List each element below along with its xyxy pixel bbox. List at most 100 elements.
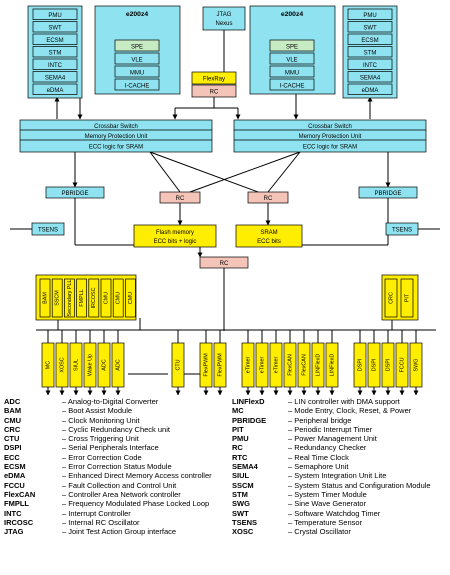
upper-module-label-1: SSCM (55, 290, 61, 306)
lower-module-10 (255, 342, 269, 388)
rc-left-label: RC (176, 196, 185, 202)
right_core-unit-label-0: SPE (286, 45, 298, 51)
lower-module-1 (55, 342, 69, 388)
upper-right-module-label-0: CRC (388, 292, 394, 304)
left-pbridge-label: PBRIDGE (61, 191, 88, 197)
legend-row: RC– Redundancy Checker (232, 443, 450, 452)
sram-label-2: ECC bits (257, 239, 281, 245)
legend-abbreviation: SIUL (232, 471, 250, 481)
lower-module-label-2: SIUL (73, 359, 79, 371)
upper-module-label-7: CMU (128, 292, 134, 304)
flash-label-2: ECC bits + logic (154, 239, 197, 245)
lower-module-15 (325, 342, 339, 388)
legend-row: JTAG– Joint Test Action Group interface (4, 527, 219, 536)
legend-row: INTC– Interrupt Controller (4, 509, 219, 518)
legend-row: RTC– Real Time Clock (232, 453, 450, 462)
legend-abbreviation: SWG (232, 499, 250, 509)
lower-module-label-12: FlexCAN (287, 354, 293, 376)
upper-module-1 (51, 278, 63, 318)
legend-description: – Real Time Clock (288, 452, 349, 462)
legend-description: – Controller Area Network controller (62, 489, 181, 499)
legend-description: – Enhanced Direct Memory Access controll… (62, 471, 212, 481)
legend-row: LINFlexD– LIN controller with DMA suppor… (232, 397, 450, 406)
legend-description: – Clock Monitoring Unit (62, 415, 140, 425)
right-periph-2 (347, 33, 393, 45)
upper-right-module-0 (384, 278, 398, 318)
left-periph-2 (32, 33, 78, 45)
left_core-unit-2 (114, 65, 160, 78)
right-periph-6 (347, 83, 393, 95)
left-periph-1 (32, 21, 78, 33)
legend-description: – Fault Collection and Control Unit (62, 480, 177, 490)
lower-module-13 (297, 342, 311, 388)
left-periph-label-0: PMU (48, 13, 61, 19)
legend-abbreviation: SEMA4 (232, 462, 258, 472)
legend-abbreviation: SSCM (232, 480, 254, 490)
upper-module-2 (64, 278, 75, 318)
legend-row: ECC– Error Correction Code (4, 453, 219, 462)
left-core-title: e200z4 (126, 11, 149, 18)
legend-description: – Internal RC Oscillator (62, 517, 140, 527)
left-crossbar-line3: ECC logic for SRAM (89, 145, 143, 151)
right-crossbar-line3: ECC logic for SRAM (303, 145, 357, 151)
jtag-label: JTAG (217, 12, 232, 18)
legend-description: – Peripheral bridge (288, 415, 352, 425)
legend-row: CTU – Cross Triggering Unit (4, 434, 219, 443)
right_core-unit-label-3: I-CACHE (280, 84, 305, 90)
legend-row: PMU– Power Management Unit (232, 434, 450, 443)
legend-description: – Analog-to-Digital Converter (62, 397, 159, 406)
right_core-unit-2 (269, 65, 315, 78)
upper-module-0 (39, 278, 51, 318)
rc-right-block: RC (247, 191, 289, 204)
lower-module-14 (311, 342, 325, 388)
legend-description: – LIN controller with DMA support (288, 397, 400, 406)
right-periph-label-3: STM (364, 51, 377, 57)
legend-description: – Error Correction Status Module (62, 462, 172, 472)
lower-module-4 (97, 342, 111, 388)
left_core-unit-label-0: SPE (131, 45, 143, 51)
lower-module-label-0: MC (45, 361, 51, 369)
left-periph-3 (32, 46, 78, 58)
lower-module-label-10: eTimer (259, 357, 265, 374)
legend-abbreviation: TSENS (232, 517, 258, 527)
right-core-title: e200z4 (281, 11, 304, 18)
lower-module-label-19: FCCU (399, 357, 405, 372)
right_core-unit-1 (269, 52, 315, 65)
legend-row: SIUL– System Integration Unit Lite (232, 471, 450, 480)
legend-row: BAM– Boot Assist Module (4, 406, 219, 415)
lower-module-16 (353, 342, 367, 388)
upper-module-label-0: BAM (42, 292, 48, 304)
upper-module-4 (88, 278, 100, 318)
left_core-unit-1 (114, 52, 160, 65)
lower-module-17 (367, 342, 381, 388)
legend-row: PIT– Periodic Interrupt Timer (232, 425, 450, 434)
rc-bottom-label: RC (220, 261, 229, 267)
flexray-block: FlexRay (191, 71, 237, 85)
nexus-label: Nexus (215, 21, 232, 27)
right-periph-5 (347, 71, 393, 83)
legend-abbreviation: CTU (4, 434, 20, 444)
flash-label-1: Flash memory (156, 230, 194, 236)
lower-module-label-17: DSPI (371, 359, 377, 372)
lower-module-7 (199, 342, 213, 388)
lower-module-label-4: ADC (101, 359, 107, 370)
legend-row: FlexCAN– Controller Area Network control… (4, 490, 219, 499)
legend-abbreviation: CMU (4, 415, 22, 425)
left-periph-label-4: INTC (48, 63, 63, 69)
legend-description: – Cross Triggering Unit (62, 434, 139, 444)
right-tsens: TSENS (385, 222, 419, 236)
legend-description: – Cyclic Redundancy Check unit (62, 424, 170, 434)
lower-module-label-20: SWG (413, 359, 419, 372)
right-periph-label-4: INTC (363, 63, 378, 69)
upper-module-label-5: CMU (103, 292, 109, 304)
right-periph-label-5: SEMA4 (360, 76, 381, 82)
legend-abbreviation: SWT (232, 508, 249, 518)
left_core-unit-3 (114, 78, 160, 91)
legend-description: – Boot Assist Module (62, 406, 133, 416)
upper-module-3 (76, 278, 87, 318)
